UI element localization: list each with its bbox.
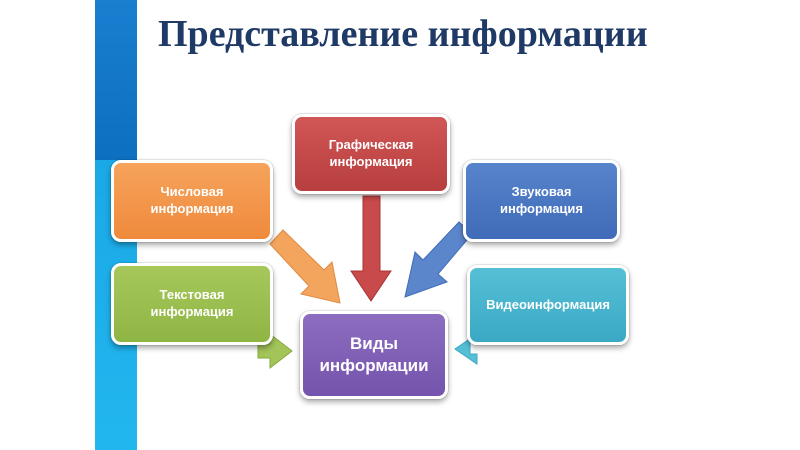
slide-title: Представление информации	[158, 13, 648, 55]
sound-info-label: Звуковая информация	[499, 184, 583, 216]
accent-bar-top	[95, 0, 137, 160]
info-types-center-box: Виды информации	[300, 311, 448, 399]
arrow-numeric-to-center	[269, 229, 341, 304]
arrow-graphic-to-center	[350, 195, 392, 302]
graphic-info-box: Графическая информация	[292, 114, 450, 194]
text-info-box: Текстовая информация	[111, 263, 273, 345]
video-info-label: Видеоинформация	[486, 296, 610, 312]
graphic-info-label: Графическая информация	[328, 137, 414, 169]
numeric-info-label: Числовая информация	[150, 184, 234, 216]
numeric-info-box: Числовая информация	[111, 160, 273, 242]
video-info-box: Видеоинформация	[467, 265, 629, 345]
text-info-label: Текстовая информация	[150, 287, 234, 319]
info-types-center-label: Виды информации	[319, 333, 429, 375]
sound-info-box: Звуковая информация	[463, 160, 620, 242]
arrow-sound-to-center	[404, 221, 473, 298]
